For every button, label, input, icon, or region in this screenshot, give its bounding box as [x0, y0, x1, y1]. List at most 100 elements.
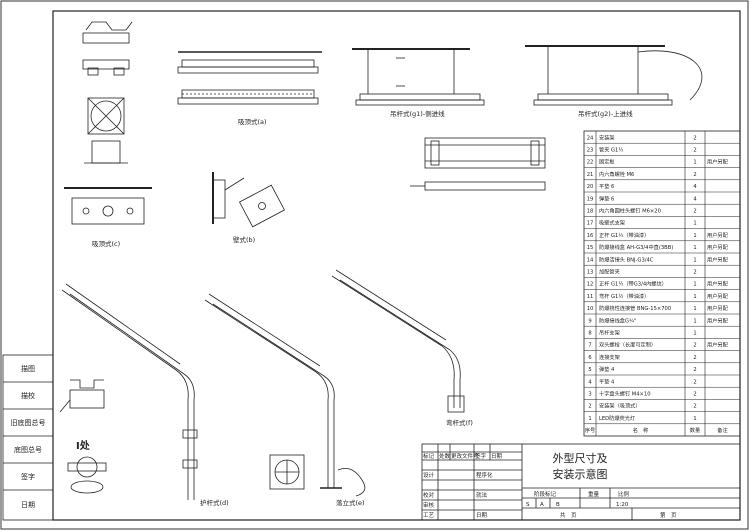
- ceiling-c-view: [64, 187, 152, 225]
- part-no: 1: [588, 416, 591, 422]
- part-qty: 2: [693, 355, 696, 361]
- part-note: 用户另配: [707, 341, 729, 349]
- side-label-4: 底图总号: [14, 445, 42, 454]
- part-name: 防爆接线盒 AH-G3/4中直(3BB): [599, 243, 673, 251]
- rev-h-4: 日期: [491, 453, 503, 460]
- side-label-5: 签字: [21, 472, 35, 481]
- part-name: 安装架（吸顶式）: [599, 402, 641, 410]
- part-no: 7: [588, 343, 591, 349]
- part-note: 用户另配: [707, 304, 729, 312]
- part-no: 4: [588, 379, 592, 385]
- part-name: 吊杆支架: [599, 328, 620, 336]
- stage-b: B: [556, 502, 560, 508]
- signer-1: 就法: [476, 491, 488, 499]
- part-name: 平垫 6: [599, 182, 614, 190]
- part-qty: 1: [693, 160, 696, 166]
- signer-3: 日期: [476, 512, 488, 519]
- part-qty: 1: [693, 257, 696, 263]
- part-name: 十字盘头螺钉 M4×10: [599, 389, 651, 397]
- header-no: 序号: [585, 426, 595, 434]
- part-qty: 1: [693, 294, 696, 300]
- part-no: 20: [587, 184, 594, 190]
- rev-h-0: 标记: [423, 452, 435, 460]
- rev-h-1: 处数: [439, 452, 451, 460]
- part-name: 固定板: [599, 158, 615, 166]
- stage-label: 阶段标记: [534, 490, 557, 498]
- part-qty: 1: [693, 282, 696, 288]
- part-no: 10: [587, 306, 594, 312]
- part-no: 12: [587, 282, 594, 288]
- part-name: 正杆 G1½（带油漆）: [599, 231, 649, 239]
- caption-wall-b: 壁式(b): [233, 235, 255, 244]
- scale-value: 1:20: [616, 502, 629, 508]
- part-no: 14: [587, 257, 594, 263]
- part-no: 21: [587, 172, 594, 178]
- rev-h-2: 更改文件号: [451, 452, 479, 460]
- ceiling-mount-view: [177, 51, 322, 105]
- caption-pendant-g1: 吊杆式(g1)-侧进线: [390, 109, 445, 118]
- part-note: 用户另配: [707, 280, 729, 288]
- part-qty: 1: [693, 318, 696, 324]
- part-note: 用户另配: [707, 231, 729, 239]
- part-qty: 1: [693, 416, 696, 422]
- part-no: 6: [588, 355, 591, 361]
- drawing-title-1: 外型尺寸及: [553, 451, 608, 465]
- part-qty: 2: [693, 135, 696, 141]
- part-name: 防爆活接头 BNJ-G3/4C: [599, 255, 654, 263]
- sheet-total: 共 页: [560, 511, 577, 519]
- part-qty: 1: [693, 233, 696, 239]
- sheet-no: 第 页: [660, 511, 677, 519]
- part-name: 弯杆 G1½（带油漆）: [599, 292, 649, 300]
- part-no: 18: [587, 208, 594, 214]
- part-name: 正杆 G1½（带G3/4内螺纹）: [599, 280, 667, 288]
- part-no: 3: [588, 391, 591, 397]
- signer-0: 程序化: [476, 471, 493, 479]
- side-block: [2, 354, 54, 521]
- luminaire-side-views: [410, 137, 546, 191]
- part-name: 吸壁式支架: [599, 219, 625, 227]
- part-no: 8: [588, 330, 591, 336]
- role-1: 校对: [423, 491, 435, 499]
- caption-pendant-g2: 吊杆式(g2)-上进线: [578, 109, 633, 118]
- caption-ceiling-a: 吸顶式(a): [238, 117, 267, 126]
- part-no: 24: [587, 135, 594, 141]
- part-no: 16: [587, 233, 594, 239]
- side-label-2: 描校: [21, 391, 35, 400]
- bracket-sketches: [82, 21, 133, 164]
- header-name: 名 称: [633, 426, 649, 434]
- part-qty: 4: [693, 184, 697, 190]
- weight-label: 重量: [588, 490, 600, 498]
- wall-mount-view: [212, 172, 286, 228]
- part-qty: 4: [693, 196, 697, 202]
- side-label-1: 描图: [21, 364, 35, 373]
- part-qty: 1: [693, 330, 696, 336]
- part-name: 防爆接线盒G¾": [599, 316, 636, 324]
- caption-pole-arm: 护杆式(d): [200, 498, 229, 507]
- role-0: 设计: [423, 471, 435, 479]
- part-qty: 1: [693, 221, 696, 227]
- rev-h-3: 签字: [475, 452, 487, 460]
- part-name: 双头螺栓（长度可定制）: [599, 341, 656, 349]
- stage-s: S: [526, 502, 530, 508]
- part-name: 安装架: [599, 133, 615, 141]
- scale-label: 比例: [618, 490, 630, 498]
- part-name: 连接支架: [599, 353, 620, 361]
- detail-label: I处: [76, 439, 91, 452]
- header-qty: 数量: [690, 426, 700, 434]
- side-label-3: 旧底图总号: [11, 418, 46, 427]
- caption-floor: 落立式(e): [336, 498, 365, 507]
- bent-pole-view: [331, 269, 465, 413]
- part-no: 11: [587, 294, 594, 300]
- part-name: 弹垫 4: [599, 365, 615, 373]
- part-no: 22: [587, 160, 594, 166]
- part-note: 用户另配: [707, 316, 729, 324]
- pole-arm-view: [61, 283, 198, 500]
- part-qty: 2: [693, 379, 696, 385]
- part-no: 23: [587, 147, 594, 153]
- part-name: 管夹 G1½: [599, 145, 623, 153]
- side-label-6: 日期: [21, 501, 35, 509]
- part-note: 用户另配: [707, 292, 729, 300]
- drawing-title-2: 安装示意图: [553, 467, 608, 481]
